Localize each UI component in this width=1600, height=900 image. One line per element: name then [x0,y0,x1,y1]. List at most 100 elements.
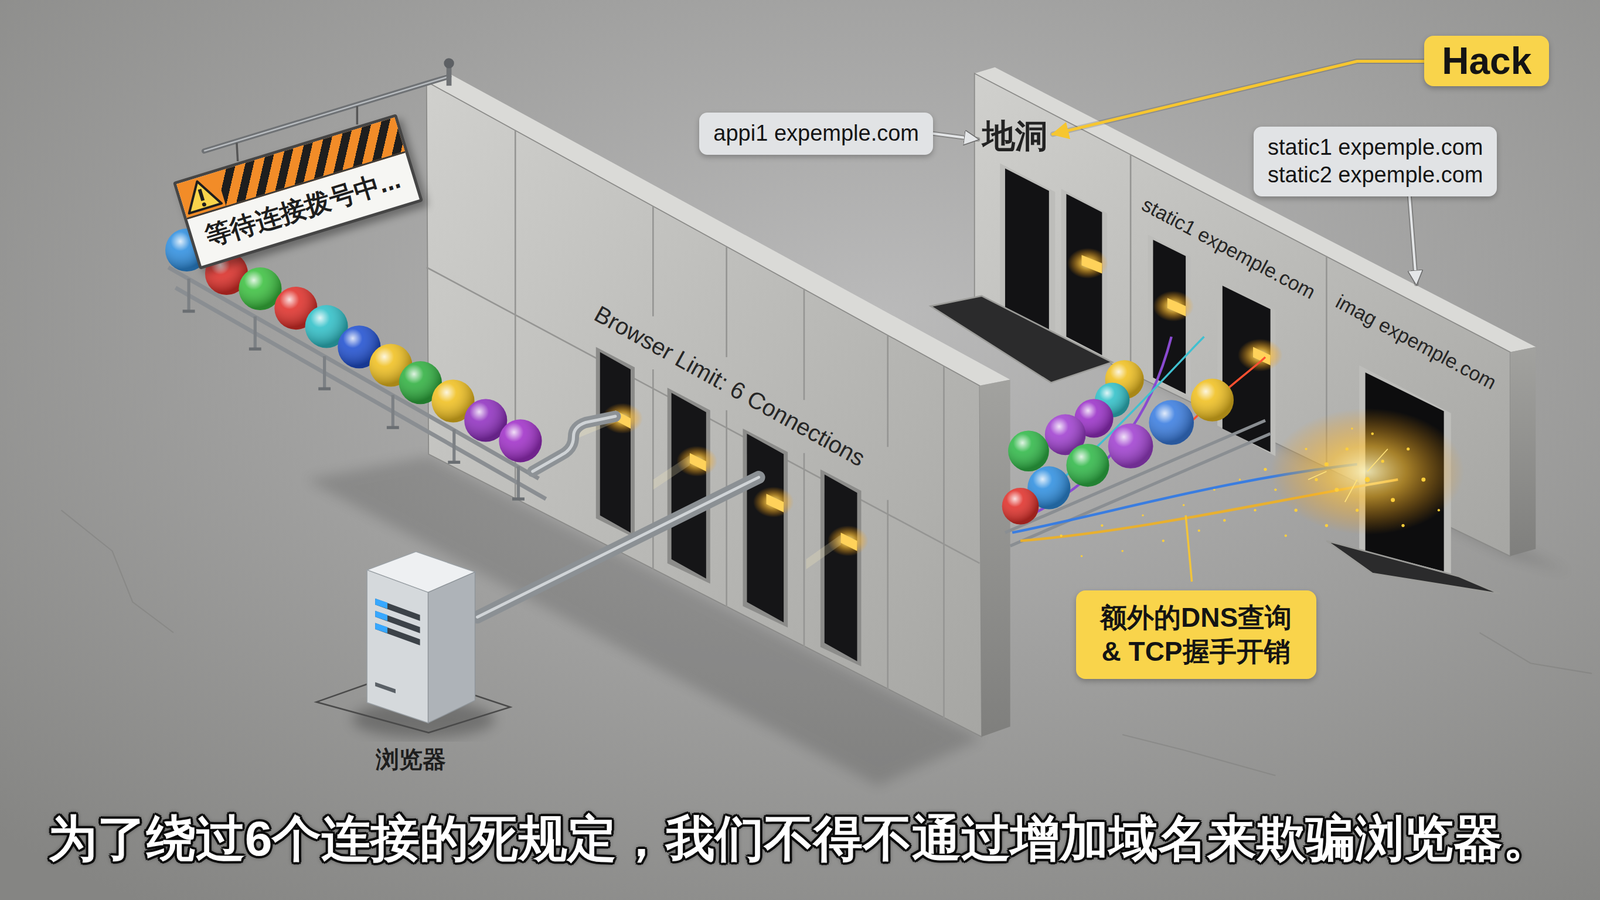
sparks [1324,461,1329,466]
sparks [1345,479,1358,502]
ball-rail [168,267,616,499]
leader-line [1185,515,1192,582]
ball-rail [512,496,525,500]
ball-rail [391,395,395,428]
sparks [1223,518,1227,522]
wall-slot [667,387,711,584]
server-icon [375,622,388,633]
callout-box: static1 expemple.comstatic2 expemple.com [1253,126,1498,197]
sparks [1364,477,1371,483]
server-icon [344,549,478,728]
sparks [1182,504,1185,506]
ball-rail [322,355,326,389]
sparks [1060,407,1465,557]
server-icon [375,598,388,609]
sparks [1334,487,1339,492]
label-text: 额外的DNS查询 & TCP握手开销 [1093,600,1299,669]
ball-rail [168,267,539,479]
sparks [1401,523,1405,527]
connector-shadow [1052,60,1425,134]
ball-trail [1005,420,1266,533]
sparks [1197,529,1201,532]
wall-door [1253,346,1271,366]
connector-line [1409,196,1417,285]
sparks [1100,523,1104,527]
ball-rail [447,460,461,464]
sparks [1238,478,1241,480]
sparks [1314,477,1318,481]
warning-icon [181,176,222,214]
wall-slot [671,392,707,579]
right-wall [1510,346,1537,557]
right-wall [1129,155,1132,372]
wall-door [1067,247,1109,279]
sparks [1080,555,1083,557]
left-wall [725,246,728,357]
sparks [1421,477,1426,482]
left-wall [652,369,655,570]
warning-icon [201,202,207,208]
wall-slot [600,351,631,533]
caption-text: 为了绕过6个连接的死规定，我们不得不通过增加域名来欺骗浏览器。 [0,805,1600,873]
sparks [1263,467,1267,471]
callout-box: 额外的DNS查询 & TCP握手开销 [1076,590,1317,679]
ball-rail [532,416,616,472]
wall-door [1326,540,1500,594]
ball-rail [182,309,196,313]
left-wall [803,453,806,648]
wall-slot [841,532,858,551]
wall-door [930,162,1501,594]
server-icon [375,610,421,633]
wall-label: Browser Limit: 6 Connections [583,294,876,478]
pointer-arrow [1052,60,1425,134]
ball [1008,430,1050,472]
sign-hanger [356,106,359,125]
wall-slot [820,469,862,667]
ball [498,419,542,462]
wall-slot [743,428,789,628]
wall-door [1237,338,1283,372]
label-text: Browser Limit: 6 Connections [589,300,870,472]
wall-door [1167,297,1186,316]
pointer-arrow [933,133,978,140]
sign-hanger [236,143,238,162]
ball-trail [1015,336,1171,523]
sparks [1121,549,1123,552]
left-wall [652,206,655,317]
sparks [1390,497,1395,502]
connector-shadow [1409,196,1417,285]
label-text: 地洞 [982,114,1048,159]
wall-slot [824,474,858,661]
wall-slot [596,346,635,538]
server-icon [428,571,476,723]
leader-line [1185,515,1192,582]
sparks [1406,447,1410,451]
sparks [1270,407,1465,535]
ball [1066,443,1109,487]
ball [498,419,542,462]
ball-rail [249,347,262,351]
wall-slot [689,453,707,472]
wall-slot [652,454,690,490]
sparks [1345,447,1349,451]
server-icon [375,610,388,621]
ball [1148,399,1194,445]
wall-door [1081,254,1103,274]
sign-hanger [443,58,454,68]
right-wall [974,73,1511,556]
ball [1002,487,1040,525]
left-wall [943,366,945,718]
sparks [1060,534,1063,537]
server-icon [375,681,397,693]
ball-rail [253,316,257,350]
connection-pipe [477,477,759,617]
label-text: static1 expemple.com [1267,133,1484,162]
wall-label: 地洞 [977,110,1053,163]
sparks [1162,539,1165,542]
ball [1066,443,1109,487]
sparks [1294,508,1298,512]
sparks [1437,508,1440,512]
sparks [1253,508,1256,512]
label-text: static2 expemple.com [1267,161,1484,190]
